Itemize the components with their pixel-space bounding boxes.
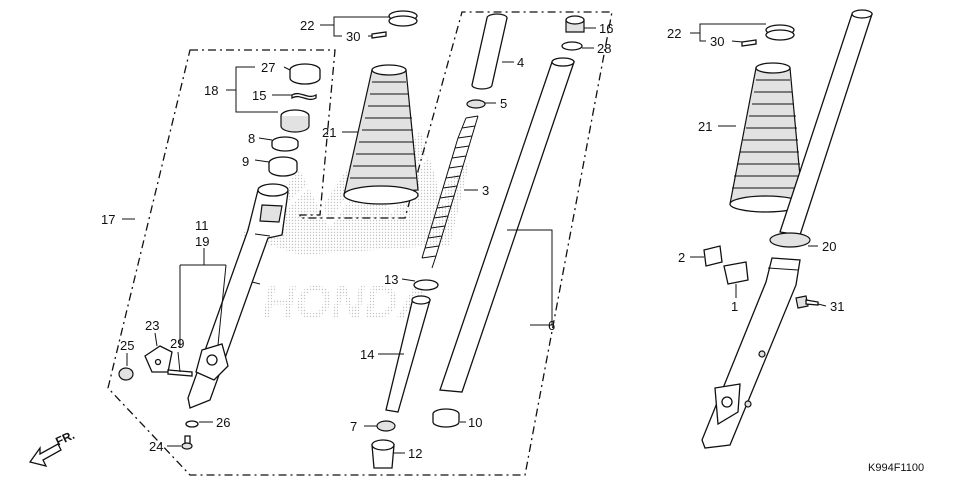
front-direction-indicator: FR. [28,428,77,467]
callout-label: 6 [548,318,555,333]
callout-label: 21 [698,119,712,134]
callout-label: 22 [300,18,314,33]
callout-labels: 22 30 27 18 15 8 9 21 17 11 19 23 25 29 … [101,18,844,461]
callout-label: 22 [667,26,681,41]
callout-label: 8 [248,131,255,146]
callout-label: 7 [350,419,357,434]
callout-label: 19 [195,234,209,249]
callout-label: 28 [597,41,611,56]
callout-label: 2 [678,250,685,265]
leader-lines [122,16,827,454]
callout-label: 15 [252,88,266,103]
callout-label: 31 [830,299,844,314]
watermark-text: HONDA [262,276,431,328]
callout-label: 14 [360,347,374,362]
fork-assembly-right [701,9,873,449]
group-outline-left [107,11,613,476]
callout-label: 27 [261,60,275,75]
front-arrow-icon [28,443,62,467]
callout-label: 23 [145,318,159,333]
callout-label: 11 [195,218,209,233]
callout-label: 12 [408,446,422,461]
callout-label: 18 [204,83,218,98]
callout-label: 4 [517,55,524,70]
callout-label: 17 [101,212,115,227]
callout-label: 3 [482,183,489,198]
diagram-code: K994F1100 [868,462,924,474]
callout-label: 13 [384,272,398,287]
boot-band-left [371,10,418,39]
callout-label: 30 [710,34,724,49]
callout-label: 30 [346,29,360,44]
dust-boot-left [343,64,419,205]
callout-label: 21 [322,125,336,140]
fork-slider-assembly [118,63,321,450]
callout-label: 9 [242,154,249,169]
inner-parts [371,13,585,469]
callout-label: 25 [120,338,134,353]
callout-label: 10 [468,415,482,430]
callout-label: 1 [731,299,738,314]
callout-label: 29 [170,336,184,351]
callout-label: 16 [599,21,613,36]
front-direction-label: FR. [53,428,76,449]
callout-label: 20 [822,239,836,254]
callout-label: 5 [500,96,507,111]
callout-label: 26 [216,415,230,430]
callout-label: 24 [149,439,163,454]
